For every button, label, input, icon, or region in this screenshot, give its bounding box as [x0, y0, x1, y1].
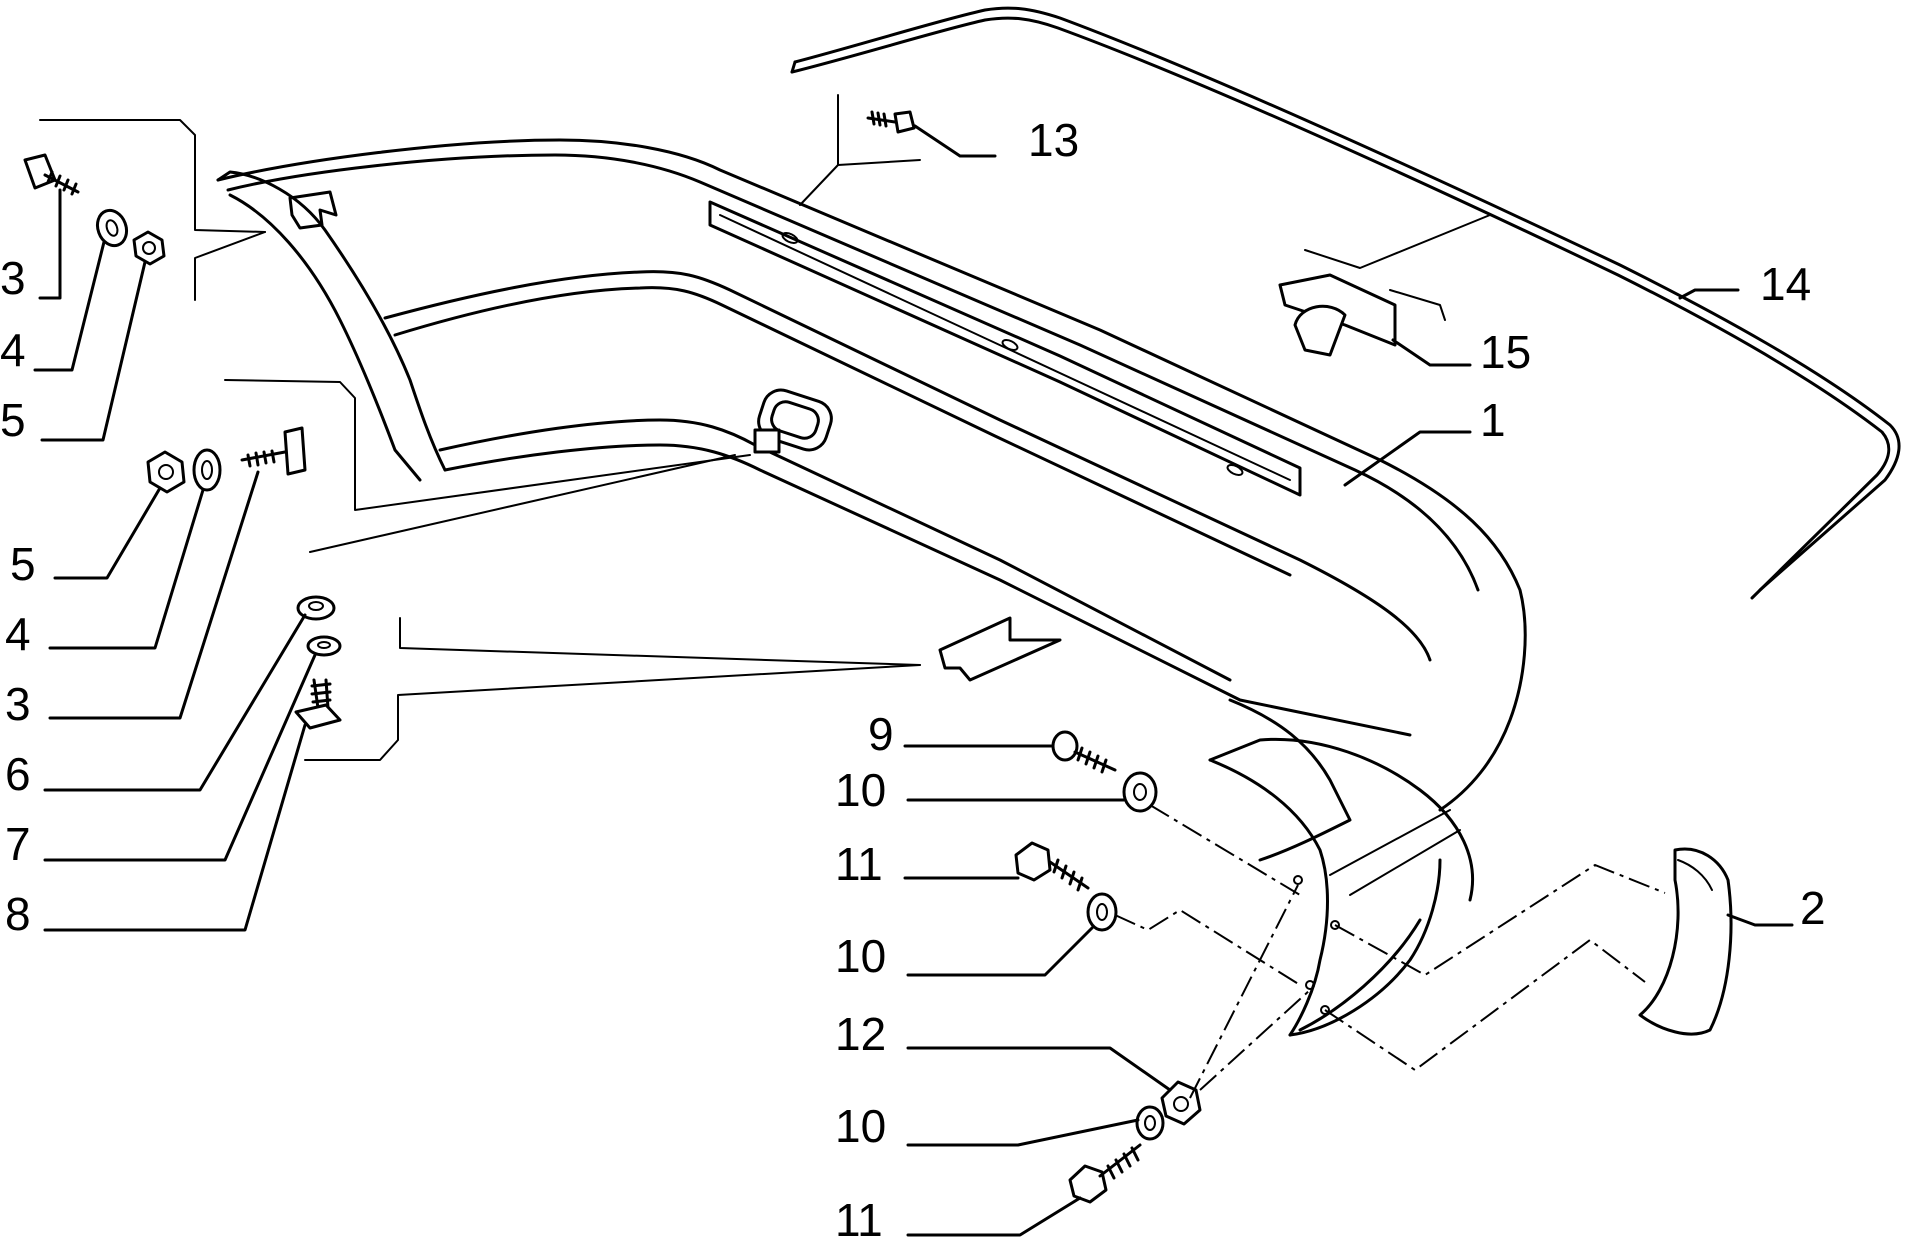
- label-part-10-upper: 10: [835, 764, 886, 816]
- nut-12: [1160, 1080, 1202, 1126]
- washer-4-middle: [192, 448, 222, 492]
- bolt-3-middle: [240, 426, 307, 476]
- label-part-7: 7: [5, 818, 31, 870]
- bolt-11-lower: [1068, 1143, 1142, 1204]
- callout-labels: 3 4 5 5 4 3 6 7 8 9 10 11 10 12 10 11 13…: [0, 114, 1826, 1238]
- label-part-9: 9: [868, 708, 894, 760]
- bolt-3-upper: [23, 153, 80, 196]
- label-part-13: 13: [1028, 114, 1079, 166]
- washer-10-middle: [1086, 892, 1118, 932]
- label-part-8: 8: [5, 888, 31, 940]
- label-part-3-middle: 3: [5, 678, 31, 730]
- washer-10-lower: [1135, 1105, 1165, 1141]
- trim-moulding-strip: [790, 6, 1901, 600]
- washer-4-upper: [95, 208, 129, 248]
- leader-lines: [33, 124, 1794, 1237]
- label-part-4-upper: 4: [0, 324, 26, 376]
- label-part-11-lower: 11: [835, 1194, 883, 1238]
- corner-trim-piece: [1638, 847, 1733, 1036]
- label-part-15: 15: [1480, 326, 1531, 378]
- screw-13: [866, 110, 916, 134]
- nut-6: [296, 595, 336, 621]
- label-part-5-middle: 5: [10, 538, 36, 590]
- label-part-2: 2: [1800, 882, 1826, 934]
- label-part-4-middle: 4: [5, 608, 31, 660]
- label-part-3-upper: 3: [0, 252, 26, 304]
- label-part-14: 14: [1760, 258, 1811, 310]
- label-part-1: 1: [1480, 394, 1506, 446]
- assembly-lines: [1114, 804, 1666, 1099]
- label-part-10-middle: 10: [835, 930, 886, 982]
- bumper-shell: [216, 138, 1527, 1037]
- washer-10-upper: [1122, 771, 1158, 813]
- bolt-8: [294, 678, 342, 730]
- label-part-12: 12: [835, 1008, 886, 1060]
- label-part-11-upper: 11: [835, 838, 883, 890]
- nut-5-middle: [146, 450, 186, 494]
- washer-7: [306, 635, 342, 657]
- screw-9: [1051, 730, 1117, 774]
- nut-5-upper: [132, 230, 166, 266]
- label-part-10-lower: 10: [835, 1100, 886, 1152]
- retaining-clip: [1278, 273, 1397, 357]
- bolt-11-upper: [1014, 841, 1090, 892]
- label-part-5-upper: 5: [0, 394, 26, 446]
- reference-lines: [39, 94, 1491, 761]
- label-part-6: 6: [5, 748, 31, 800]
